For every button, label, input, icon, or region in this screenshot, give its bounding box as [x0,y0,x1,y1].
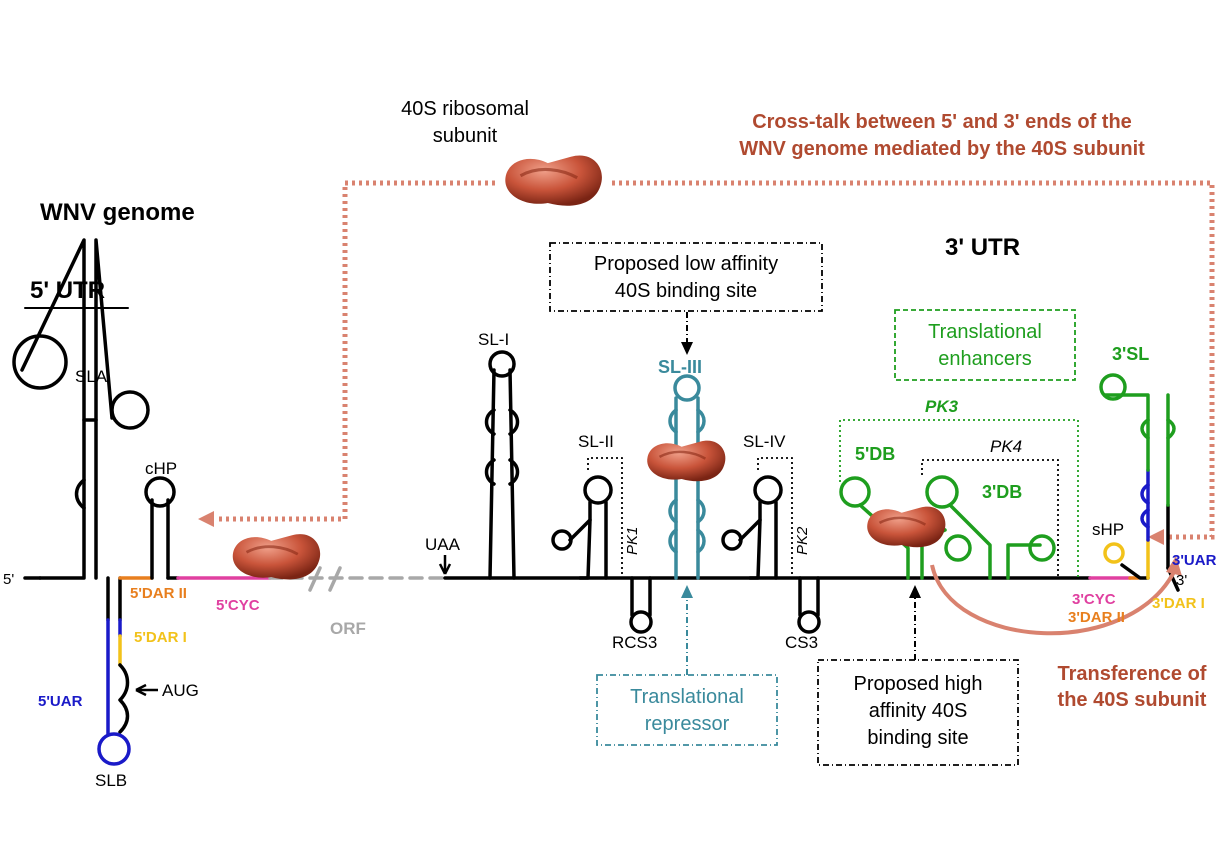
label-3sl: 3'SL [1112,344,1149,364]
label-slb: SLB [95,771,127,790]
ribosome-top [503,153,604,208]
label-uaa: UAA [425,535,461,554]
label-pk2: PK2 [794,526,811,555]
label-3db: 3'DB [982,482,1022,502]
label-sla: SLA [75,367,108,386]
repressor-line-1: Translational [630,686,744,708]
label-cs3: CS3 [785,633,818,652]
arrowhead-5prime [198,511,214,527]
label-sl3: SL-III [658,357,702,377]
pk1-link [587,457,623,578]
crosstalk-line-1: Cross-talk between 5' and 3' ends of the [752,111,1132,133]
transference-line-2: the 40S subunit [1058,689,1207,711]
label-sl4: SL-IV [743,432,786,451]
label-5uar: 5'UAR [38,693,83,710]
uaa-arrow [438,555,452,575]
high-affinity-arrowhead [909,585,921,598]
pk3-link [839,419,1079,578]
low-affinity-box [549,242,823,312]
label-sl2: SL-II [578,432,614,451]
high-affinity-line-3: binding site [867,727,968,749]
label-pk1: PK1 [624,527,641,555]
label-pk4: PK4 [990,437,1022,456]
utr5-heading: 5' UTR [30,277,105,304]
crosstalk-connector [215,180,1215,540]
crosstalk-line-2: WNV genome mediated by the 40S subunit [739,138,1145,160]
label-5dar1: 5'DAR I [134,629,187,646]
utr5-structure [12,238,447,766]
transference-arrow [930,564,1177,636]
diagram-title: WNV genome [40,199,195,226]
low-affinity-line-1: Proposed low affinity [594,253,778,275]
label-3dar2: 3'DAR II [1068,609,1125,626]
ribosome-db [865,505,947,549]
enhancers-line-2: enhancers [938,348,1031,370]
label-rcs3: RCS3 [612,633,657,652]
arrowhead-3uar [1148,529,1164,545]
label-3uar: 3'UAR [1172,552,1217,569]
label-3dar1: 3'DAR I [1152,595,1205,612]
repressor-arrowhead [681,585,693,598]
label-sl1: SL-I [478,330,509,349]
enhancers-line-1: Translational [928,321,1042,343]
label-5db: 5'DB [855,444,895,464]
transference-arrowhead [1166,556,1182,576]
ribosome-5utr [231,532,322,581]
repressor-box [596,674,778,746]
label-shp: sHP [1092,520,1124,539]
label-orf: ORF [330,619,366,638]
label-three-prime: 3' [1176,572,1187,589]
pk4-link [921,459,1059,578]
label-five-prime: 5' [3,571,14,588]
high-affinity-box [817,659,1019,766]
label-5cyc: 5'CYC [216,597,260,614]
high-affinity-line-2: affinity 40S [869,700,968,722]
label-aug: AUG [162,681,199,700]
label-5dar2: 5'DAR II [130,585,187,602]
ribosome-label-2: subunit [433,125,498,147]
enhancers-box [894,309,1076,381]
repressor-line-2: repressor [645,713,730,735]
low-affinity-line-2: 40S binding site [615,280,757,302]
transference-line-1: Transference of [1058,663,1207,685]
label-pk3: PK3 [925,397,959,416]
aug-arrow [135,683,158,697]
utr3-structure [443,350,1180,634]
high-affinity-line-1: Proposed high [854,673,983,695]
ribosome-sl3 [645,439,727,483]
ribosome-label-1: 40S ribosomal [401,98,529,120]
utr3-heading: 3' UTR [945,234,1020,261]
low-affinity-arrowhead [681,342,693,355]
label-3cyc: 3'CYC [1072,591,1116,608]
label-chp: cHP [145,459,177,478]
pk2-link [757,457,793,578]
